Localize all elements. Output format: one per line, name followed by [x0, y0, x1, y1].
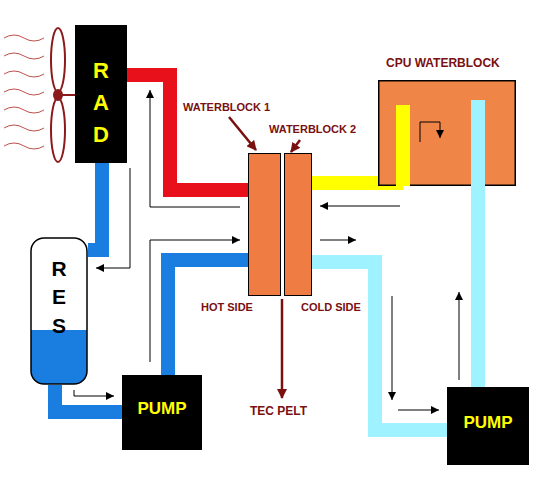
callout-label: WATERBLOCK 2: [269, 123, 356, 135]
airflow-line: [4, 107, 44, 113]
box-label: RAD: [90, 55, 112, 151]
callout-label: WATERBLOCK 1: [183, 101, 270, 113]
airflow-lines: [4, 35, 44, 149]
tank-outline: [31, 238, 87, 384]
cpu-feed-hose: [459, 186, 478, 387]
radiator-box: RAD: [75, 25, 127, 163]
tank-body: [31, 238, 87, 384]
airflow-line: [4, 125, 44, 131]
hose: [88, 163, 102, 250]
flow-arrow: [96, 168, 130, 268]
airflow-line: [4, 89, 44, 95]
cold-return-hose: [312, 240, 447, 430]
callout-label: COLD SIDE: [301, 301, 361, 313]
hose: [55, 385, 122, 412]
pump-box: PUMP: [447, 387, 529, 465]
box-label: PUMP: [463, 413, 512, 433]
hose: [168, 260, 248, 375]
box-label: RES: [49, 255, 70, 340]
fan-blade: [51, 28, 65, 92]
hose: [127, 75, 248, 190]
leader-arrow: [229, 117, 256, 150]
airflow-line: [4, 35, 44, 41]
cold-hose: [312, 183, 403, 206]
fan-symbol: [51, 28, 75, 162]
cpu-waterblock-outline: [378, 80, 516, 186]
flow-arrow: [320, 206, 400, 207]
airflow-line: [4, 53, 44, 59]
fan-shaft: [62, 94, 75, 96]
leader-arrow: [281, 299, 284, 398]
outlet-channel: [471, 100, 485, 186]
flow-arrow: [392, 296, 393, 400]
part-label: TEC PELT: [250, 404, 307, 418]
reservoir-tank: RES: [30, 237, 88, 385]
box-label: PUMP: [137, 399, 186, 419]
hot-hose: [127, 75, 248, 207]
tank-water: [31, 330, 87, 384]
flow-arrow: [74, 390, 114, 396]
flow-arrow: [459, 292, 460, 380]
pump-box: PUMP: [122, 375, 202, 450]
cpu-waterblock: CPU WATERBLOCK: [378, 80, 516, 186]
fan-blade: [51, 98, 65, 162]
callout-label: CPU WATERBLOCK: [386, 56, 500, 70]
return-hose: [88, 163, 130, 268]
waterblock: WATERBLOCK 2COLD SIDE: [284, 153, 312, 296]
flow-arrow: [320, 240, 356, 241]
block-body: [379, 81, 516, 186]
flow-arrow: [398, 410, 439, 411]
flow-arrow: [420, 122, 440, 142]
fan-hub: [53, 89, 63, 101]
airflow-line: [4, 143, 44, 149]
feed-hose: [55, 385, 122, 412]
callout-label: HOT SIDE: [201, 301, 253, 313]
hose: [312, 262, 447, 430]
leader-arrow: [291, 140, 300, 152]
hose: [471, 186, 485, 387]
inlet-channel: [396, 105, 410, 186]
airflow-line: [4, 71, 44, 77]
waterblock: WATERBLOCK 1HOT SIDE: [248, 153, 281, 296]
